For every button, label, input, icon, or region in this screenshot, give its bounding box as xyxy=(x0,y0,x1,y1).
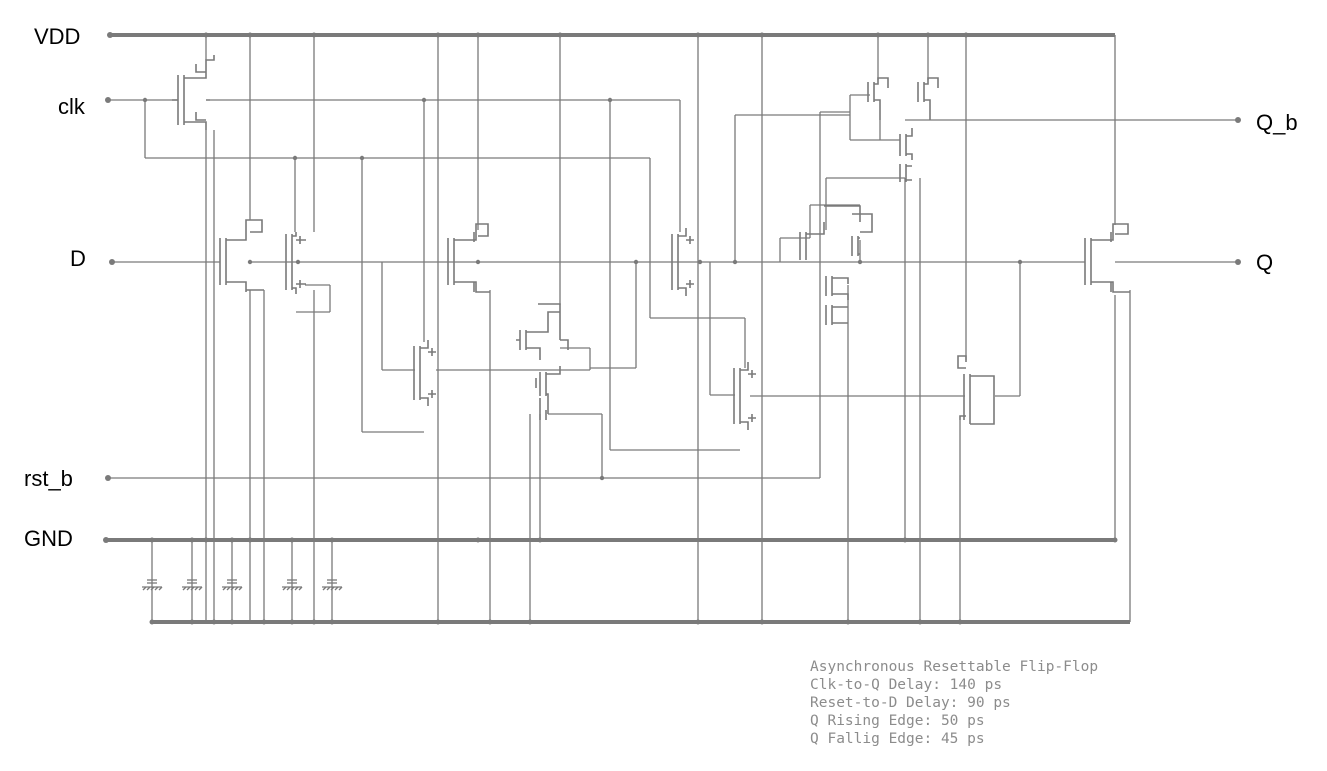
rst-b-net xyxy=(105,111,850,481)
note-clk-to-q: Clk-to-Q Delay: 140 ps xyxy=(810,677,1002,693)
nand-gate xyxy=(516,303,569,420)
note-falling-edge: Q Fallig Edge: 45 ps xyxy=(810,731,985,747)
supply-taps xyxy=(149,32,1131,625)
q-b-label: Q_b xyxy=(1256,110,1298,135)
gnd-rail xyxy=(103,537,1115,543)
output-nand-pmos xyxy=(867,77,939,182)
vdd-rail xyxy=(107,32,1115,38)
decoupling-capacitors xyxy=(142,579,343,591)
feedback-gate-1 xyxy=(413,340,436,406)
d-net xyxy=(109,259,220,265)
note-rising-edge: Q Rising Edge: 50 ps xyxy=(810,713,985,729)
reset-gate xyxy=(957,355,995,425)
transmission-gate-3 xyxy=(671,228,694,296)
clk-net xyxy=(105,97,746,451)
gnd-label: GND xyxy=(24,526,73,551)
q-b-net xyxy=(905,117,1241,123)
internal-nets xyxy=(247,94,1085,540)
output-inverter xyxy=(1084,223,1130,293)
clock-inverter xyxy=(172,55,215,130)
rst-b-label: rst_b xyxy=(24,466,73,491)
q-label: Q xyxy=(1256,250,1273,275)
transmission-gate-1 xyxy=(219,219,264,292)
master-latch-inverter xyxy=(447,223,490,293)
vdd-label: VDD xyxy=(34,24,80,49)
q-net xyxy=(1115,259,1241,265)
note-reset-to-d: Reset-to-D Delay: 90 ps xyxy=(810,695,1011,711)
feedback-gate-2 xyxy=(733,362,756,430)
note-title: Asynchronous Resettable Flip-Flop xyxy=(810,659,1098,675)
clk-label: clk xyxy=(58,94,86,119)
timing-notes: Asynchronous Resettable Flip-Flop Clk-to… xyxy=(810,659,1098,747)
slave-nand-gate xyxy=(799,205,873,325)
transmission-gate-2 xyxy=(285,232,306,294)
d-label: D xyxy=(70,246,86,271)
